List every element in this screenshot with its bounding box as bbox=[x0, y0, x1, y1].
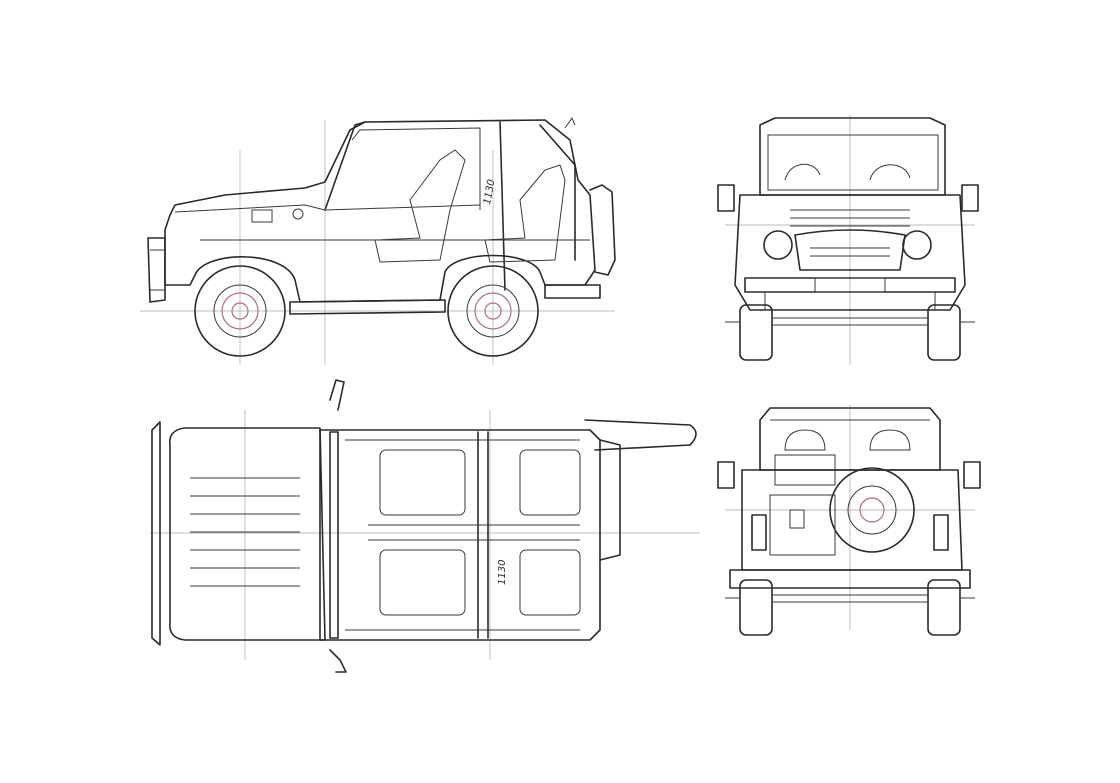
side-view: 1130 bbox=[140, 116, 616, 365]
top-model-badge: 1130 bbox=[497, 560, 508, 585]
top-front-left-seat bbox=[379, 449, 466, 516]
side-model-badge: 1130 bbox=[482, 179, 497, 206]
side-rear-wheel bbox=[447, 265, 539, 357]
top-front-right-seat bbox=[379, 549, 466, 616]
side-front-wheel bbox=[194, 265, 286, 357]
front-view bbox=[717, 115, 979, 365]
top-hood bbox=[168, 427, 326, 641]
rear-spare-tire bbox=[829, 467, 915, 553]
rear-right-tire bbox=[927, 579, 961, 636]
front-left-mirror bbox=[717, 184, 735, 212]
front-body-outline bbox=[734, 194, 966, 311]
front-right-mirror bbox=[961, 184, 979, 212]
front-left-tire bbox=[739, 304, 773, 361]
top-rear-right-seat bbox=[519, 549, 581, 616]
top-view: 1130 bbox=[150, 379, 700, 673]
rear-view bbox=[717, 405, 981, 636]
front-right-tire bbox=[927, 304, 961, 361]
top-rear-left-seat bbox=[519, 449, 581, 516]
side-spare-tire bbox=[589, 184, 616, 276]
side-body-outline bbox=[164, 119, 596, 303]
rear-right-taillight bbox=[933, 514, 949, 551]
front-right-headlight bbox=[902, 230, 932, 260]
rear-left-taillight bbox=[751, 514, 767, 551]
rear-left-tire bbox=[739, 579, 773, 636]
front-left-headlight bbox=[763, 230, 793, 260]
